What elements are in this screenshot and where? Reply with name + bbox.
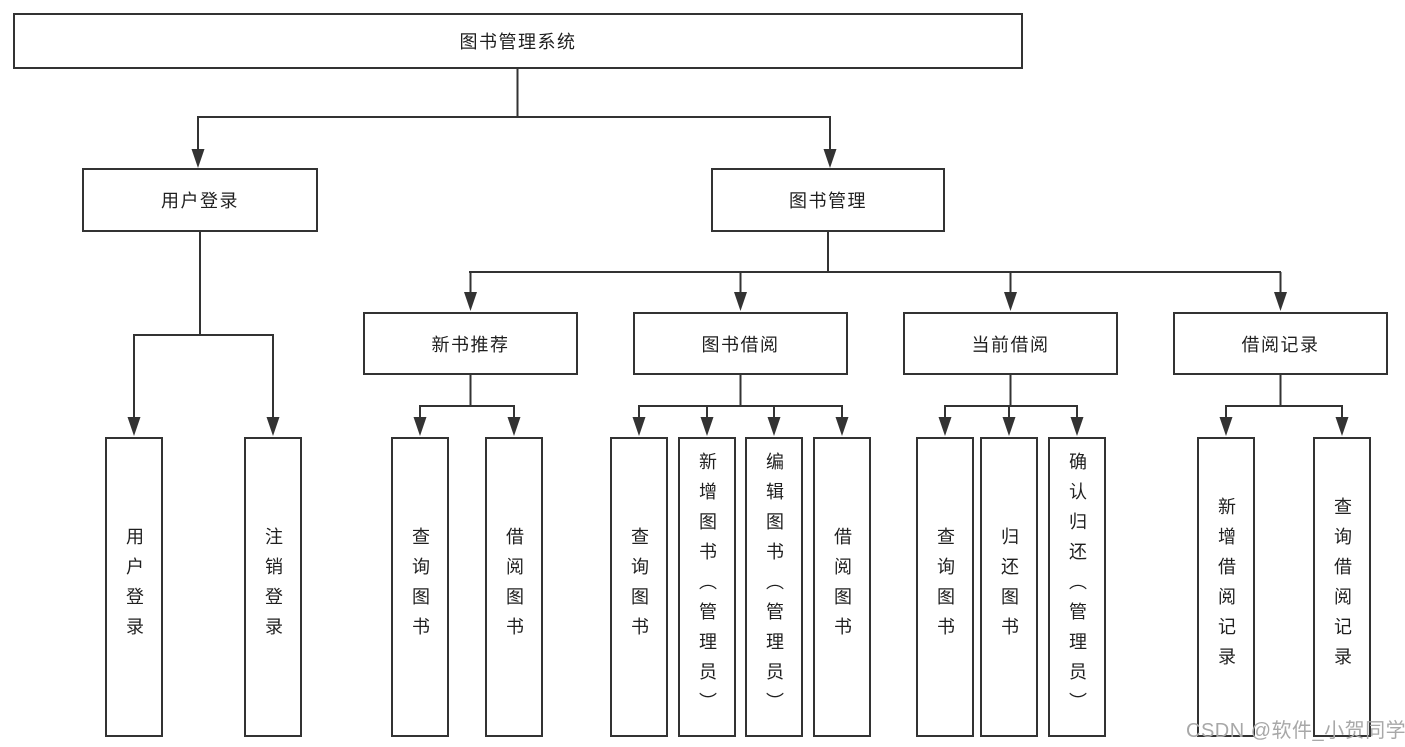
leaf-nbr-query-books: 查询图书 (391, 437, 449, 737)
leaf-cb-confirm-return-admin: 确认归还（管理员） (1048, 437, 1106, 737)
node-current-borrowing: 当前借阅 (903, 312, 1118, 375)
node-new-book-recommend: 新书推荐 (363, 312, 578, 375)
connector-lines (133, 69, 1343, 419)
leaf-logout: 注销登录 (244, 437, 302, 737)
leaf-nbr-borrow-books: 借阅图书 (485, 437, 543, 737)
node-book-borrowing: 图书借阅 (633, 312, 848, 375)
leaf-bb-borrow-books: 借阅图书 (813, 437, 871, 737)
leaf-user-login: 用户登录 (105, 437, 163, 737)
leaf-br-query-record: 查询借阅记录 (1313, 437, 1371, 737)
leaf-bb-query-books: 查询图书 (610, 437, 668, 737)
leaf-br-add-record: 新增借阅记录 (1197, 437, 1255, 737)
leaf-bb-add-books-admin: 新增图书（管理员） (678, 437, 736, 737)
node-book-management: 图书管理 (711, 168, 945, 232)
leaf-cb-return-books: 归还图书 (980, 437, 1038, 737)
node-root-system: 图书管理系统 (13, 13, 1023, 69)
watermark: CSDN @软件_小贺同学 (1186, 720, 1405, 742)
leaf-bb-edit-books-admin: 编辑图书（管理员） (745, 437, 803, 737)
node-borrowing-records: 借阅记录 (1173, 312, 1388, 375)
leaf-cb-query-books: 查询图书 (916, 437, 974, 737)
arrowhead-icons (127, 149, 1349, 436)
node-user-login: 用户登录 (82, 168, 318, 232)
